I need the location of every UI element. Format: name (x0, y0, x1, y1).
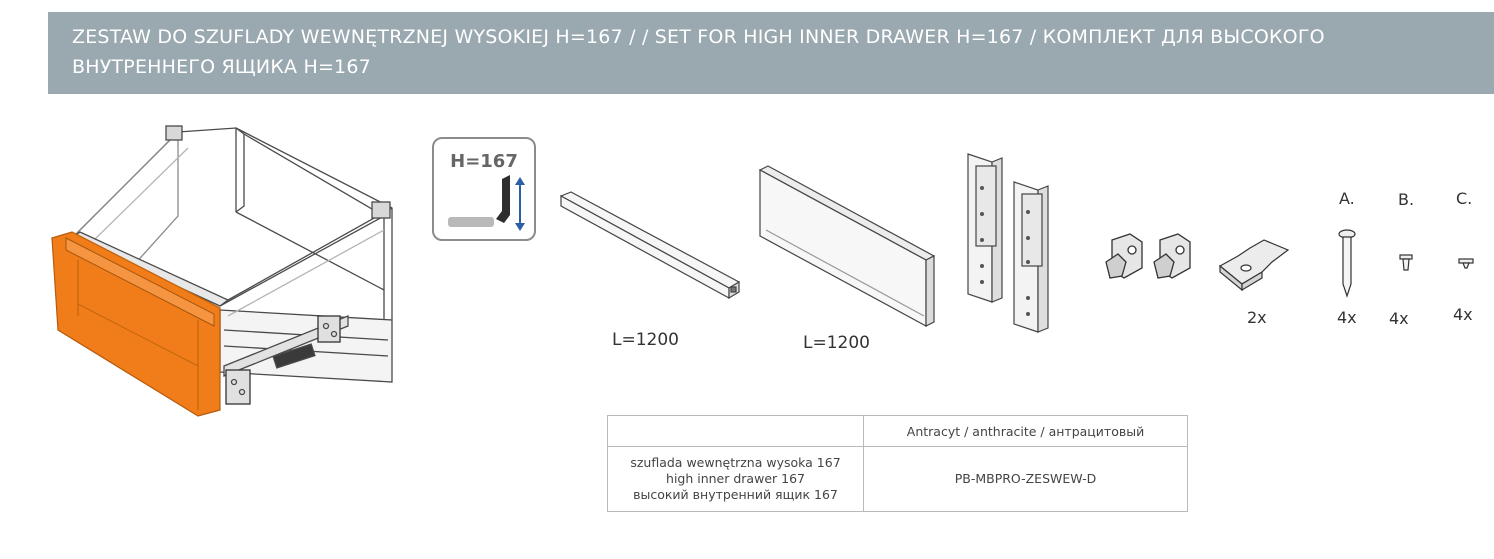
screw-c-qty: 4x (1453, 305, 1473, 324)
description-pl: szuflada wewnętrzna wysoka 167 (630, 455, 841, 470)
screw-c-icon (1458, 258, 1474, 269)
header-title: ZESTAW DO SZUFLADY WEWNĘTRZNEJ WYSOKIEJ … (72, 26, 1325, 78)
screw-b-qty: 4x (1389, 309, 1409, 328)
front-panel-illustration (758, 165, 936, 328)
table-cell-code: PB-MBPRO-ZESWEW-D (863, 446, 1188, 512)
height-badge: H=167 (432, 137, 536, 241)
screw-a-icon (1338, 229, 1356, 298)
screw-b-label: B. (1398, 190, 1415, 209)
table-row: szuflada wewnętrzna wysoka 167 high inne… (607, 446, 1188, 512)
rear-brackets-illustration (967, 153, 1049, 333)
rail-length-label: L=1200 (612, 330, 679, 350)
clip-illustration (1218, 239, 1290, 292)
screw-a-label: A. (1339, 189, 1355, 208)
screw-a-qty: 4x (1337, 308, 1357, 327)
table-header-color: Antracyt / anthracite / антрацитовый (863, 415, 1188, 447)
height-arrow-icon (448, 175, 525, 231)
table-cell-description: szuflada wewnętrzna wysoka 167 high inne… (607, 446, 864, 512)
screw-c-label: C. (1456, 189, 1473, 208)
clip-qty: 2x (1247, 308, 1267, 327)
height-badge-text: H=167 (450, 151, 518, 172)
spec-table: Antracyt / anthracite / антрацитовый szu… (607, 415, 1188, 512)
rail-profile-illustration (559, 191, 741, 300)
screw-b-icon (1399, 254, 1413, 271)
description-en: high inner drawer 167 (666, 471, 805, 486)
drawer-illustration (51, 125, 393, 417)
table-header-row: Antracyt / anthracite / антрацитовый (607, 415, 1188, 447)
header-bar: ZESTAW DO SZUFLADY WEWNĘTRZNEJ WYSOKIEJ … (48, 12, 1494, 94)
connectors-illustration (1105, 233, 1191, 279)
table-header-empty (607, 415, 864, 447)
panel-length-label: L=1200 (803, 333, 870, 353)
description-ru: высокий внутренний ящик 167 (633, 487, 838, 502)
